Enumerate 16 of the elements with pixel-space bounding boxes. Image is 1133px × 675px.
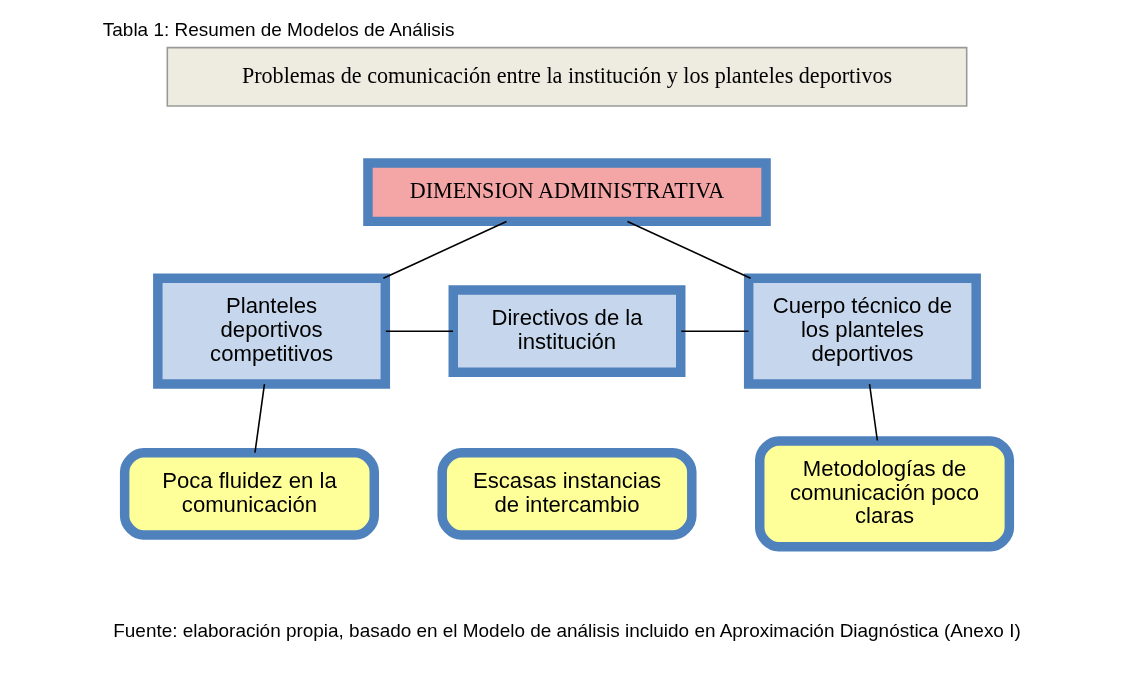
node-box: Escasas instancias de intercambio bbox=[436, 448, 697, 540]
connector bbox=[679, 330, 749, 332]
connector bbox=[253, 383, 265, 454]
connector bbox=[868, 383, 878, 442]
node-box: Poca fluidez en la comunicación bbox=[119, 448, 379, 540]
connector bbox=[382, 220, 507, 279]
node-box: Planteles deportivos competitivos bbox=[152, 273, 390, 389]
node-box: Cuerpo técnico de los planteles deportivos bbox=[743, 273, 981, 389]
node-box: Metodologías de comunicación poco claras bbox=[754, 436, 1014, 552]
node-box: DIMENSION ADMINISTRATIVA bbox=[362, 158, 771, 227]
node-box: Problemas de comunicación entre la institución y los planteles deportivos bbox=[166, 46, 967, 107]
connector bbox=[626, 220, 751, 279]
caption: Fuente: elaboración propia, basado en el Modelo de análisis incluido en Aproximación Diagnóstica (Anexo I) bbox=[112, 620, 1021, 642]
connector bbox=[384, 330, 454, 332]
diagram-title: Tabla 1: Resumen de Modelos de Análisis bbox=[102, 18, 454, 40]
node-box: Directivos de la institución bbox=[448, 285, 685, 377]
